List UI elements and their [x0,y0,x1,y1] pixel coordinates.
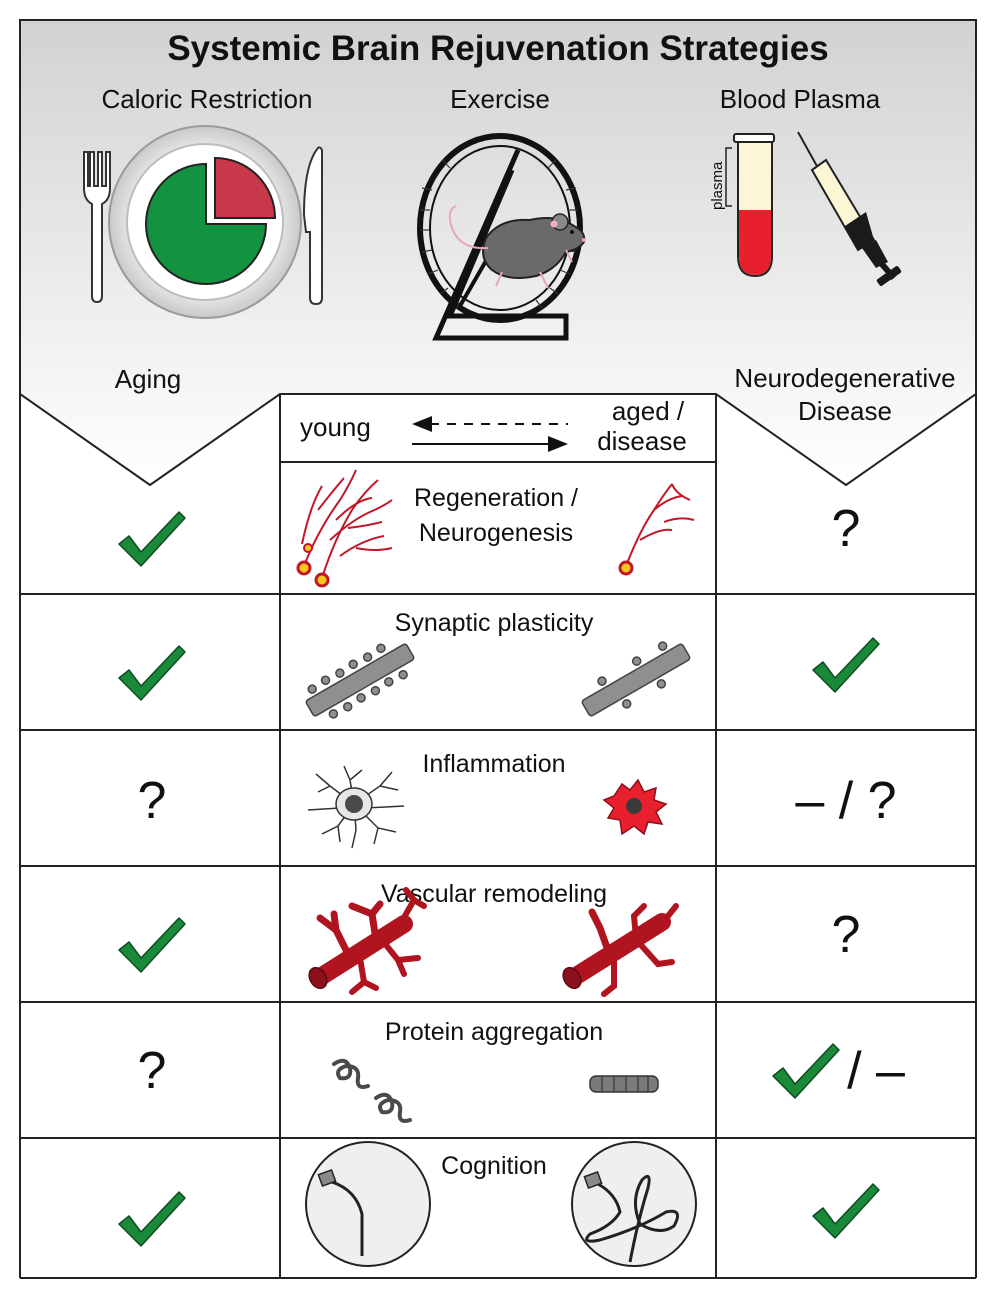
table-grid [19,394,977,1279]
knife-icon [302,146,323,306]
column-header-disease-line2: Disease [798,396,892,426]
syringe-icon [797,131,902,286]
row-title-cognition: Cognition [441,1152,547,1180]
disease-mark-vascular: ? [832,906,861,964]
aged-maze-icon [571,1141,697,1267]
row-title-regeneration-line2: Neurogenesis [419,519,573,547]
aged-neuron-icon [618,483,695,576]
aging-mark-synaptic [118,645,186,701]
legend-young: young [300,412,371,442]
aged-vessel-icon [562,903,679,997]
disease-mark-inflammation: – / ? [795,772,896,830]
plate-icon [108,125,302,319]
legend-aged-line1: aged / [612,396,685,426]
young-vessel-icon [308,887,427,995]
aging-mark-protein: ? [138,1042,167,1100]
figure-title: Systemic Brain Rejuvenation Strategies [167,29,828,68]
result-marks: ?? – / ??? / – [118,500,905,1247]
running-wheel-icon [417,133,586,341]
aging-mark-inflammation: ? [138,772,167,830]
legend-aged-line2: disease [597,426,687,456]
direction-legend: young aged / disease [300,396,687,456]
young-dendrite-icon [305,643,415,719]
strategy-label-plasma: Blood Plasma [720,84,881,114]
disease-mark-synaptic [812,637,880,693]
aging-mark-regeneration [118,511,186,567]
fork-icon [83,151,111,304]
disease-mark-protein-text: / – [847,1042,905,1100]
disease-mark-protein-check [772,1043,840,1099]
row-title-inflammation: Inflammation [422,750,565,778]
aged-dendrite-icon [581,641,691,717]
column-header-disease-line1: Neurodegenerative [734,363,955,393]
row-title-synaptic: Synaptic plasticity [395,609,594,637]
strategy-label-exercise: Exercise [450,84,550,114]
column-header-aging: Aging [115,364,182,394]
resting-microglia-icon [307,765,405,849]
protein-fibril-icon [589,1075,659,1093]
aging-mark-cognition [118,1191,186,1247]
activated-microglia-icon [602,778,668,836]
disease-mark-cognition [812,1183,880,1239]
blood-tube-icon: plasma [709,133,775,278]
young-maze-icon [305,1141,431,1267]
row-title-regeneration-line1: Regeneration / [414,484,578,512]
aging-mark-vascular [118,917,186,973]
strategy-label-caloric: Caloric Restriction [102,84,313,114]
unfolded-protein-icon [332,1058,412,1123]
row-title-protein: Protein aggregation [385,1018,603,1046]
disease-mark-regeneration: ? [832,500,861,558]
young-neurons-icon [296,469,393,588]
plasma-label: plasma [709,161,726,210]
